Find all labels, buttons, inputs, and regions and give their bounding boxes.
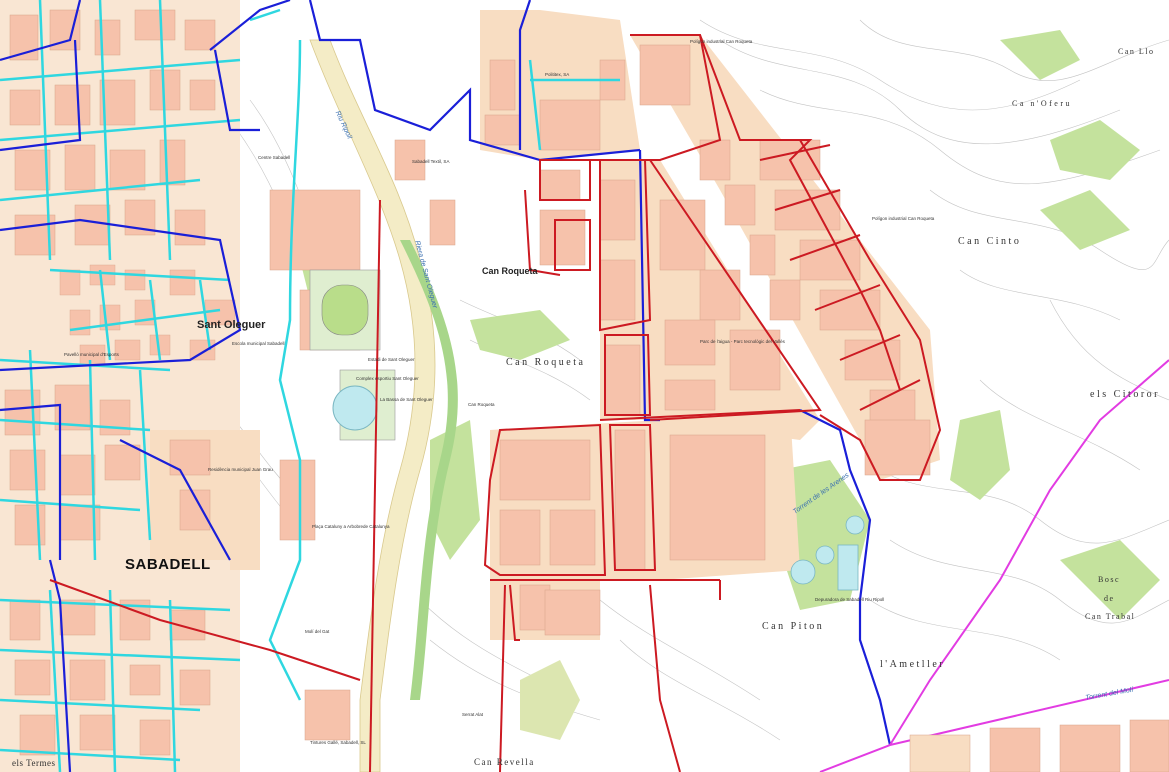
label-poligon-right: Polígon industrial Can Roqueta bbox=[872, 216, 935, 221]
label-residencia: Residència municipal Juan Grau bbox=[208, 467, 273, 472]
label-stadium: Estadi de Sant Oleguer bbox=[368, 357, 415, 362]
place-label-can-revella: Can Revella bbox=[474, 757, 535, 767]
industrial-buildings bbox=[484, 44, 931, 636]
place-label-can-trabal: Can Trabal bbox=[1085, 612, 1136, 621]
label-sabadell-textil: Sabadell Textil, SA bbox=[412, 159, 450, 164]
district-label-can-roqueta-small: Can Roqueta bbox=[482, 266, 538, 276]
bottom-right-blocks bbox=[909, 719, 1169, 772]
city-label-sabadell: SABADELL bbox=[125, 556, 211, 573]
regional-boundary-line-2 bbox=[889, 679, 1169, 746]
water-network bbox=[0, 0, 620, 772]
label-pavello: Pavelló municipal d'Esports bbox=[64, 352, 119, 357]
label-escola: Escola municipal Sabadell bbox=[232, 341, 285, 346]
place-label-can-roqueta: Can Roqueta bbox=[506, 357, 586, 368]
place-label-els-termes: els Termes bbox=[12, 758, 56, 768]
place-label-de: de bbox=[1104, 594, 1115, 603]
label-serra-alta: Serrat Alat bbox=[462, 712, 484, 717]
water-treatment-plant bbox=[790, 515, 865, 591]
river-green-bank bbox=[400, 240, 458, 700]
label-placa: Plaça Cataluny a Arbobrede Catalunya bbox=[312, 524, 390, 529]
label-centre: Centre Sabadell bbox=[258, 155, 291, 160]
label-depuradora: Depuradora de Sabadell Riu Ripoll bbox=[815, 597, 885, 602]
label-complex: Complex esportiu Sant Oleguer bbox=[356, 376, 419, 381]
label-moli-del-gat: Molí del Gat bbox=[305, 629, 330, 634]
place-label-l-ametller: l'Ametller bbox=[880, 659, 946, 670]
label-poligon-top: Polígon industrial Can Roqueta bbox=[690, 39, 753, 44]
label-piscina: La Bassa de Sant Oleguer bbox=[380, 397, 433, 402]
label-polititex: Polititex, SA bbox=[545, 72, 570, 77]
label-parc-tecno: Parc de l'aigua - Parc tecnològic del Va… bbox=[700, 339, 785, 344]
place-label-can-llong: Can Llo bbox=[1118, 47, 1155, 56]
industrial-boundary bbox=[49, 34, 942, 772]
place-label-can-piton: Can Piton bbox=[762, 621, 825, 632]
label-can-roqueta-small: Can Roqueta bbox=[468, 402, 495, 407]
district-label-sant-oleguer: Sant Oleguer bbox=[197, 319, 266, 331]
place-label-bosc: Bosc bbox=[1098, 575, 1120, 584]
place-label-els-citorons: els Citoror bbox=[1090, 389, 1160, 400]
label-tinyrace: Tintures Gallé, Sabadell, SL bbox=[310, 740, 366, 745]
place-label-can-cinto: Can Cinto bbox=[958, 236, 1022, 247]
stadium bbox=[309, 269, 396, 441]
place-label-can-n-oferu: Ca n'Oferu bbox=[1012, 99, 1072, 108]
river-ripoll bbox=[309, 39, 436, 772]
